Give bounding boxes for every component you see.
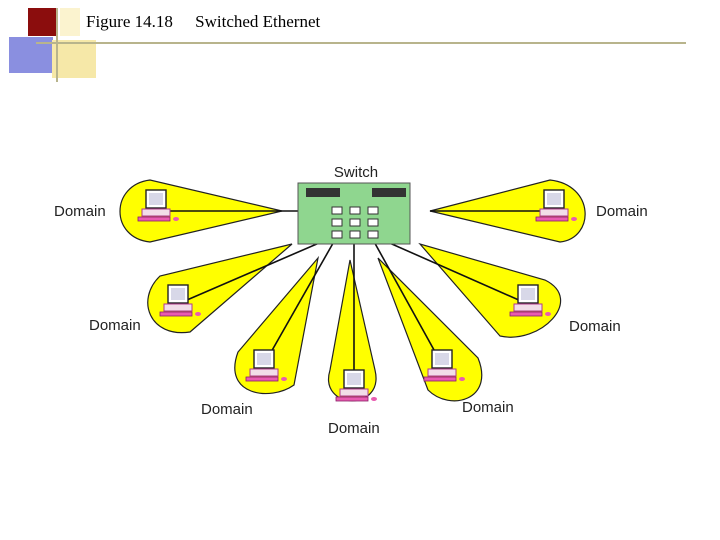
domain-label-left-top: Domain (54, 203, 106, 220)
switch-port (349, 206, 361, 215)
decor-square-pale (60, 8, 80, 36)
mouse (195, 312, 201, 316)
switch-port (349, 218, 361, 227)
domain-label-bottom-center: Domain (328, 420, 380, 437)
link-left-mid (179, 236, 334, 304)
switch-ports (331, 206, 379, 239)
mouse (545, 312, 551, 316)
monitor-display (257, 353, 271, 365)
keyboard (423, 376, 457, 382)
computer-icon (335, 369, 377, 402)
switch-slot-right (372, 188, 406, 197)
monitor-display (149, 193, 163, 205)
mouse (571, 217, 577, 221)
switch-port (367, 206, 379, 215)
mouse (371, 397, 377, 401)
computers-layer (137, 189, 577, 402)
monitor-display (347, 373, 361, 385)
switch-slot-left (306, 188, 340, 197)
switch-port (331, 230, 343, 239)
decor-square-yellow (52, 40, 96, 78)
monitor-display (435, 353, 449, 365)
domain-label-right-top: Domain (596, 203, 648, 220)
computer-base (141, 208, 171, 217)
mouse (281, 377, 287, 381)
computer-base (339, 388, 369, 397)
link-bottom-left (261, 237, 337, 369)
mouse (459, 377, 465, 381)
switch-port (367, 230, 379, 239)
keyboard (509, 311, 543, 317)
keyboard (159, 311, 193, 317)
computer-base (513, 303, 543, 312)
figure-number: Figure 14.18 (86, 12, 173, 31)
mouse (173, 217, 179, 221)
domain-label-right-mid: Domain (569, 318, 621, 335)
computer-base (163, 303, 193, 312)
computer-base (249, 368, 279, 377)
keyboard (245, 376, 279, 382)
monitor-display (521, 288, 535, 300)
switch-port (349, 230, 361, 239)
computer-icon (509, 284, 551, 317)
domain-label-bottom-right: Domain (462, 399, 514, 416)
link-bottom-right (371, 237, 445, 369)
domain-label-bottom-left: Domain (201, 401, 253, 418)
figure-title: Figure 14.18 Switched Ethernet (86, 12, 320, 32)
link-right-mid (375, 236, 531, 306)
domain-area-bottom-right (377, 257, 483, 402)
figure-caption: Switched Ethernet (195, 12, 321, 31)
decor-rule-horizontal (36, 42, 686, 44)
keyboard (137, 216, 171, 222)
switch-port (367, 218, 379, 227)
switch: Switch (297, 164, 411, 245)
switch-port (331, 218, 343, 227)
monitor-display (171, 288, 185, 300)
computer-icon (245, 349, 287, 382)
switch-label: Switch (334, 164, 378, 181)
domain-label-left-mid: Domain (89, 317, 141, 334)
switch-port (331, 206, 343, 215)
decor-rule-vertical (56, 8, 58, 82)
computer-icon (535, 189, 577, 222)
computer-icon (159, 284, 201, 317)
keyboard (535, 216, 569, 222)
keyboard (335, 396, 369, 402)
computer-icon (137, 189, 179, 222)
links-layer (148, 210, 560, 390)
computer-icon (423, 349, 465, 382)
monitor-display (547, 193, 561, 205)
labels-layer: DomainDomainDomainDomainDomainDomainDoma… (54, 203, 648, 437)
decor-square-maroon (28, 8, 56, 36)
computer-base (427, 368, 457, 377)
computer-base (539, 208, 569, 217)
